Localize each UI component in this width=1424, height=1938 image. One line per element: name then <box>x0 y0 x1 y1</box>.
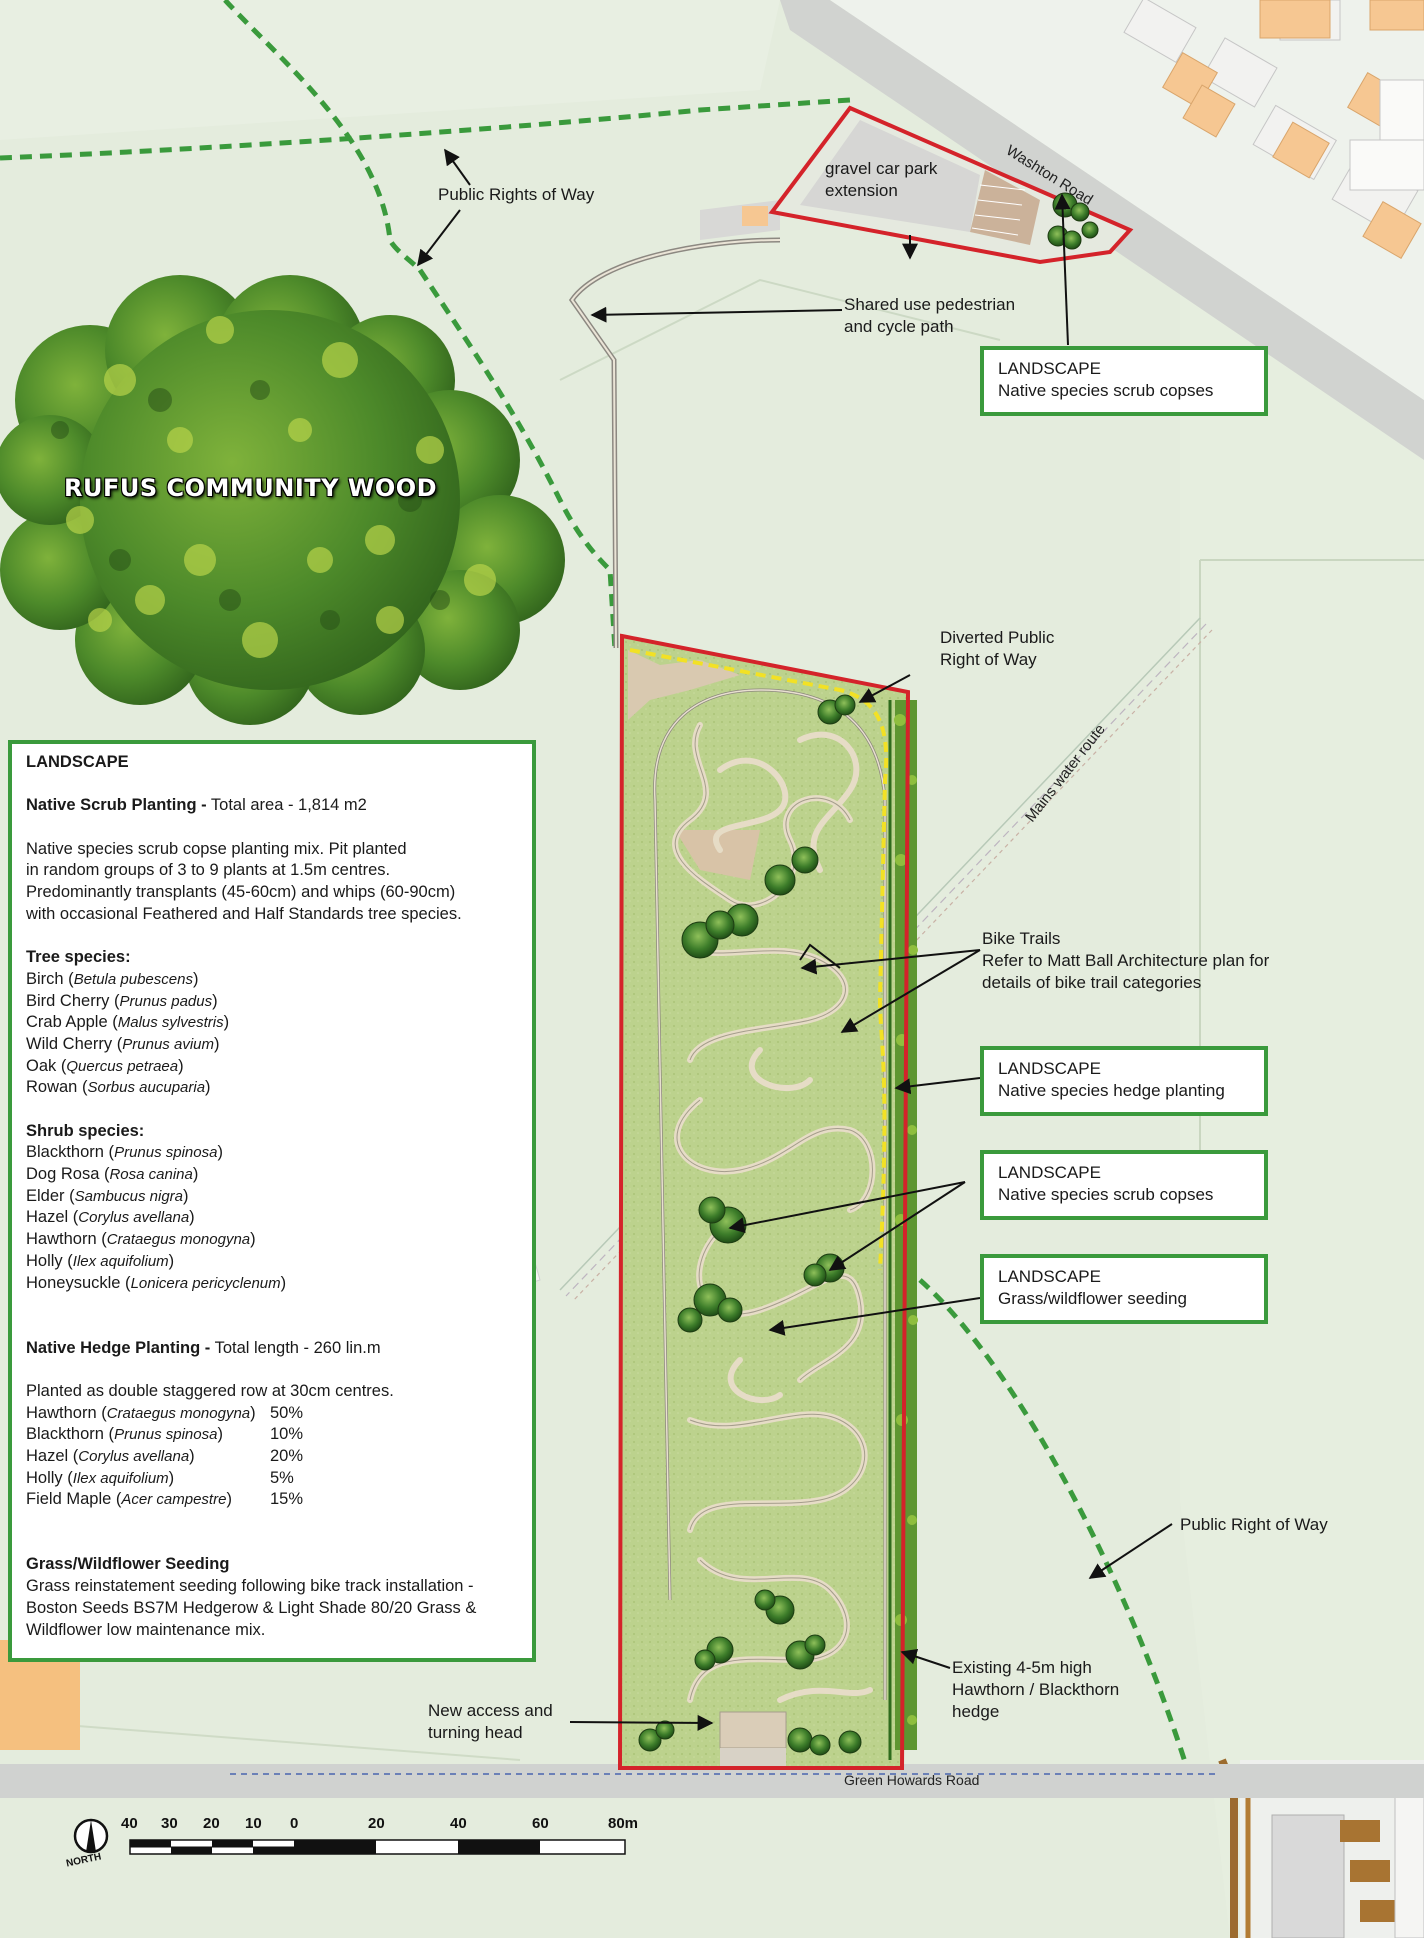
tree-item: Rowan (Sorbus aucuparia) <box>26 1078 211 1097</box>
scrub-desc-4: with occasional Feathered and Half Stand… <box>26 904 462 923</box>
diverted-row-line-2: Right of Way <box>940 650 1037 669</box>
gravel-car-park-line-2: extension <box>825 181 898 200</box>
scrub-desc-3: Predominantly transplants (45-60cm) and … <box>26 883 456 902</box>
bike-trails-line-2: Refer to Matt Ball Architecture plan for <box>982 951 1270 970</box>
scale-label: 10 <box>245 1815 262 1832</box>
scale-label: 20 <box>368 1815 385 1832</box>
hedge-heading: Native Hedge Planting - Total length - 2… <box>26 1338 381 1357</box>
scale-label: 0 <box>290 1815 299 1832</box>
callout-title: LANDSCAPE <box>998 1059 1101 1078</box>
gravel-car-park-line-1: gravel car park <box>825 159 938 178</box>
shrub-item: Dog Rosa (Rosa canina) <box>26 1165 199 1184</box>
hedge-desc: Planted as double staggered row at 30cm … <box>26 1381 394 1400</box>
shrub-item: Holly (Ilex aquifolium) <box>26 1251 175 1270</box>
hedge-item: Blackthorn (Prunus spinosa)10% <box>26 1425 304 1444</box>
scrub-desc-2: in random groups of 3 to 9 plants at 1.5… <box>26 861 391 880</box>
new-access-line-2: turning head <box>428 1723 523 1742</box>
tree-item: Oak (Quercus petraea) <box>26 1056 184 1075</box>
bike-site <box>617 633 918 1770</box>
grass-heading: Grass/Wildflower Seeding <box>26 1555 230 1574</box>
grass-desc-3: Wildflower low maintenance mix. <box>26 1620 266 1639</box>
callout-text: Grass/wildflower seeding <box>998 1289 1187 1308</box>
new-access-label: New access and turning head <box>428 1700 553 1744</box>
tree-item: Wild Cherry (Prunus avium) <box>26 1034 220 1053</box>
shrub-item: Hazel (Corylus avellana) <box>26 1208 195 1227</box>
shrub-item: Hawthorn (Crataegus monogyna) <box>26 1230 256 1249</box>
callout-scrub-copses-mid: LANDSCAPE Native species scrub copses <box>980 1150 1268 1220</box>
public-rights-of-way-label: Public Rights of Way <box>438 185 595 204</box>
shrub-item: Blackthorn (Prunus spinosa) <box>26 1143 223 1162</box>
shared-path-label: Shared use pedestrian and cycle path <box>844 294 1015 338</box>
scale-label: 80m <box>608 1815 639 1832</box>
tree-item: Bird Cherry (Prunus padus) <box>26 991 218 1010</box>
existing-hedge-label: Existing 4-5m high Hawthorn / Blackthorn… <box>952 1657 1119 1723</box>
diverted-row-line-1: Diverted Public <box>940 628 1055 647</box>
existing-hedge-line-2: Hawthorn / Blackthorn <box>952 1680 1120 1699</box>
bike-trails-line-3: details of bike trail categories <box>982 973 1202 992</box>
callout-title: LANDSCAPE <box>998 1163 1101 1182</box>
callout-hedge-planting: LANDSCAPE Native species hedge planting <box>980 1046 1268 1116</box>
diverted-row-label: Diverted Public Right of Way <box>940 627 1054 671</box>
scrub-heading: Native Scrub Planting - Total area - 1,8… <box>26 796 367 815</box>
scrub-desc-1: Native species scrub copse planting mix.… <box>26 839 407 858</box>
shared-path-line-1: Shared use pedestrian <box>844 295 1016 314</box>
rufus-wood <box>0 275 565 725</box>
tree-species-heading: Tree species: <box>26 948 131 967</box>
hedge-item: Hazel (Corylus avellana)20% <box>26 1447 304 1465</box>
callout-title: LANDSCAPE <box>998 359 1101 378</box>
public-right-of-way-label: Public Right of Way <box>1180 1515 1328 1534</box>
grass-desc-1: Grass reinstatement seeding following bi… <box>26 1577 474 1596</box>
callout-title: LANDSCAPE <box>998 1267 1101 1286</box>
existing-hedge-line-1: Existing 4-5m high <box>952 1658 1092 1677</box>
tree-item: Crab Apple (Malus sylvestris) <box>26 1013 230 1032</box>
shrub-species-heading: Shrub species: <box>26 1121 145 1140</box>
callout-text: Native species scrub copses <box>998 1185 1214 1204</box>
bike-trails-line-1: Bike Trails <box>982 929 1061 948</box>
grass-desc-2: Boston Seeds BS7M Hedgerow & Light Shade… <box>26 1598 477 1617</box>
shrub-item: Honeysuckle (Lonicera pericyclenum) <box>26 1273 287 1292</box>
bike-trails-label: Bike Trails Refer to Matt Ball Architect… <box>982 928 1269 994</box>
shared-path-line-2: and cycle path <box>844 317 954 336</box>
north-arrow-icon <box>73 1818 109 1854</box>
scale-label: 40 <box>121 1815 138 1832</box>
scale-label: 40 <box>450 1815 467 1832</box>
gravel-car-park-label: gravel car park extension <box>825 158 937 202</box>
green-howards-road-label: Green Howards Road <box>844 1772 980 1788</box>
shrub-item: Elder (Sambucus nigra) <box>26 1186 189 1205</box>
callout-text: Native species scrub copses <box>998 381 1214 400</box>
scale-bar <box>129 1839 626 1855</box>
wood-name-label: RUFUS COMMUNITY WOOD <box>64 474 438 502</box>
landscape-legend: LANDSCAPE Native Scrub Planting - Total … <box>8 740 536 1662</box>
callout-scrub-copses-top: LANDSCAPE Native species scrub copses <box>980 346 1268 416</box>
new-access-line-1: New access and <box>428 1701 553 1720</box>
hedge-item: Field Maple (Acer campestre)15% <box>26 1490 304 1509</box>
hedge-item: Holly (Ilex aquifolium)5% <box>26 1468 294 1487</box>
callout-text: Native species hedge planting <box>998 1081 1225 1100</box>
callout-grass-seeding: LANDSCAPE Grass/wildflower seeding <box>980 1254 1268 1324</box>
existing-hedge-line-3: hedge <box>952 1702 1000 1721</box>
tree-item: Birch (Betula pubescens) <box>26 969 199 988</box>
scale-label: 60 <box>532 1815 549 1832</box>
hedge-item: Hawthorn (Crataegus monogyna)50% <box>26 1403 304 1422</box>
legend-heading: LANDSCAPE <box>26 753 129 771</box>
scale-label: 20 <box>203 1815 220 1832</box>
scale-label: 30 <box>161 1815 178 1832</box>
